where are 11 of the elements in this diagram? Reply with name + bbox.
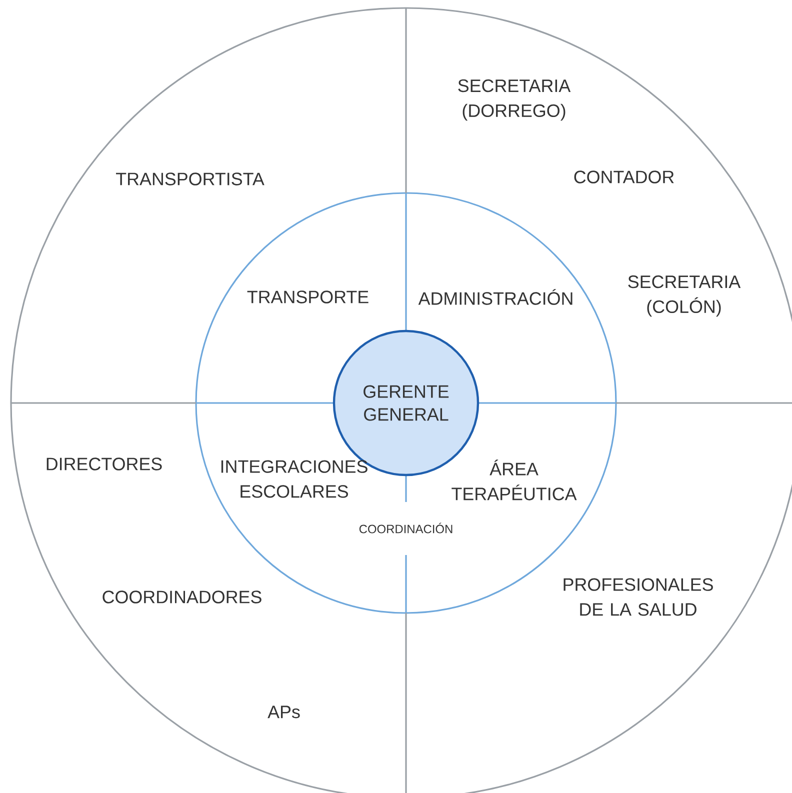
role-label: COORDINADORES: [102, 590, 262, 604]
role-label: APs: [268, 706, 300, 718]
role-label: COORDINACIÓN: [359, 522, 452, 534]
role-label: DIRECTORES: [46, 458, 162, 470]
role-label: TRANSPORTISTA: [116, 172, 264, 186]
role-label: SECRETARIA (DORREGO): [458, 79, 571, 121]
role-label: TRANSPORTE: [247, 290, 368, 304]
role-label: CONTADOR: [574, 170, 674, 184]
role-label: SECRETARIA (COLÓN): [628, 275, 741, 317]
role-label: PROFESIONALES DE LA SALUD: [564, 578, 713, 616]
role-label: ADMINISTRACIÓN: [418, 289, 572, 305]
